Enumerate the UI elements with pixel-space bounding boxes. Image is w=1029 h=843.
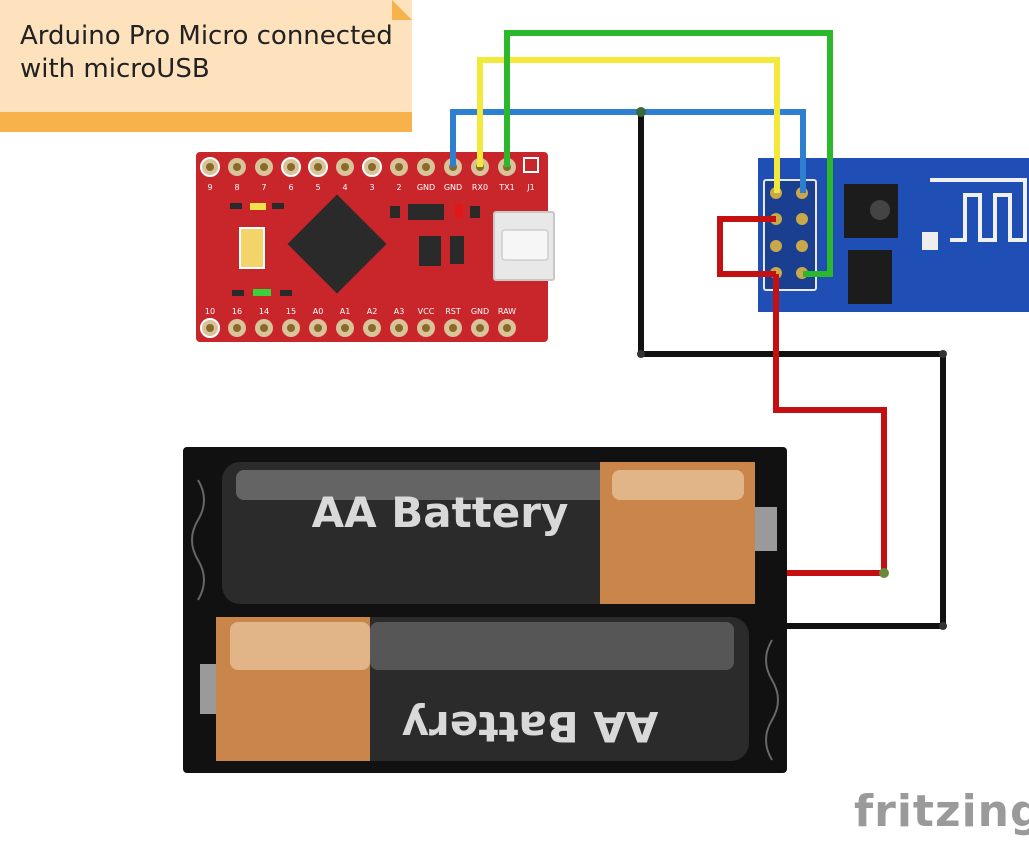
antenna-trace-icon (930, 178, 1027, 242)
pin-label: 5 (315, 183, 320, 192)
green-wire (504, 30, 833, 277)
yellow-wire (477, 57, 780, 193)
spring-icon (191, 479, 205, 601)
pin-label: 6 (288, 183, 293, 192)
pin-label: 15 (286, 307, 296, 316)
pin-label: 14 (259, 307, 269, 316)
note-line: Arduino Pro Micro connected (20, 21, 393, 51)
pin-label: RAW (498, 307, 516, 316)
note-text: Arduino Pro Micro connected with microUS… (20, 20, 393, 86)
pin-label: A0 (313, 307, 324, 316)
fritzing-logo: fritzing (854, 786, 1029, 837)
pin-label: VCC (418, 307, 435, 316)
spring-icon (765, 639, 779, 761)
pin-label: 7 (261, 183, 266, 192)
pin-label: 9 (207, 183, 212, 192)
led (922, 232, 938, 250)
pin-label: J1 (526, 183, 534, 192)
blue-wire (450, 109, 806, 193)
wires (450, 30, 946, 629)
pin-label: GND (444, 183, 462, 192)
bottom-pin-labels: 10 16 14 15 A0 A1 A2 A3 VCC RST GND RAW (205, 307, 516, 316)
red-led (455, 204, 463, 218)
pin-label: GND (471, 307, 489, 316)
battery-holder: AA Battery AA Battery (183, 447, 787, 773)
note-line: with microUSB (20, 54, 210, 84)
pin-label: TX1 (498, 183, 514, 192)
pin-label: 10 (205, 307, 215, 316)
pin-label: 8 (234, 183, 239, 192)
flash-chip (848, 250, 892, 304)
top-pin-row (200, 157, 539, 177)
component (450, 236, 464, 264)
battery-cell-bottom: AA Battery (200, 617, 749, 761)
battery-label: AA Battery (402, 702, 659, 751)
battery-terminal (200, 664, 216, 714)
bottom-pin-row (200, 318, 516, 338)
crystal (239, 227, 265, 269)
pin-label: 2 (396, 183, 401, 192)
red-wire (773, 274, 887, 576)
pin-label: A2 (367, 307, 378, 316)
pin-label: 4 (342, 183, 347, 192)
note-fold (392, 0, 412, 20)
red-wire-jumper (717, 216, 776, 277)
yellow-led (250, 203, 266, 210)
esp8266-module (758, 158, 1029, 312)
top-pin-labels: 9 8 7 6 5 4 3 2 GND GND RX0 TX1 J1 (207, 183, 534, 192)
battery-cell-top: AA Battery (222, 462, 777, 604)
pin-label: 3 (369, 183, 374, 192)
component (408, 204, 444, 220)
espressif-logo-icon (870, 200, 890, 220)
green-led (253, 289, 271, 296)
battery-terminal (755, 507, 777, 551)
pin-label: RX0 (472, 183, 488, 192)
battery-label: AA Battery (312, 488, 569, 537)
arduino-pro-micro: 9 8 7 6 5 4 3 2 GND GND RX0 TX1 J1 (196, 152, 555, 342)
pin-label: A1 (340, 307, 351, 316)
pin-label: 16 (232, 307, 242, 316)
pin-label: GND (417, 183, 435, 192)
wire-joints (636, 107, 947, 630)
note-card (0, 0, 412, 132)
pin-label: A3 (394, 307, 405, 316)
component (419, 236, 441, 266)
pin-label: RST (445, 307, 461, 316)
